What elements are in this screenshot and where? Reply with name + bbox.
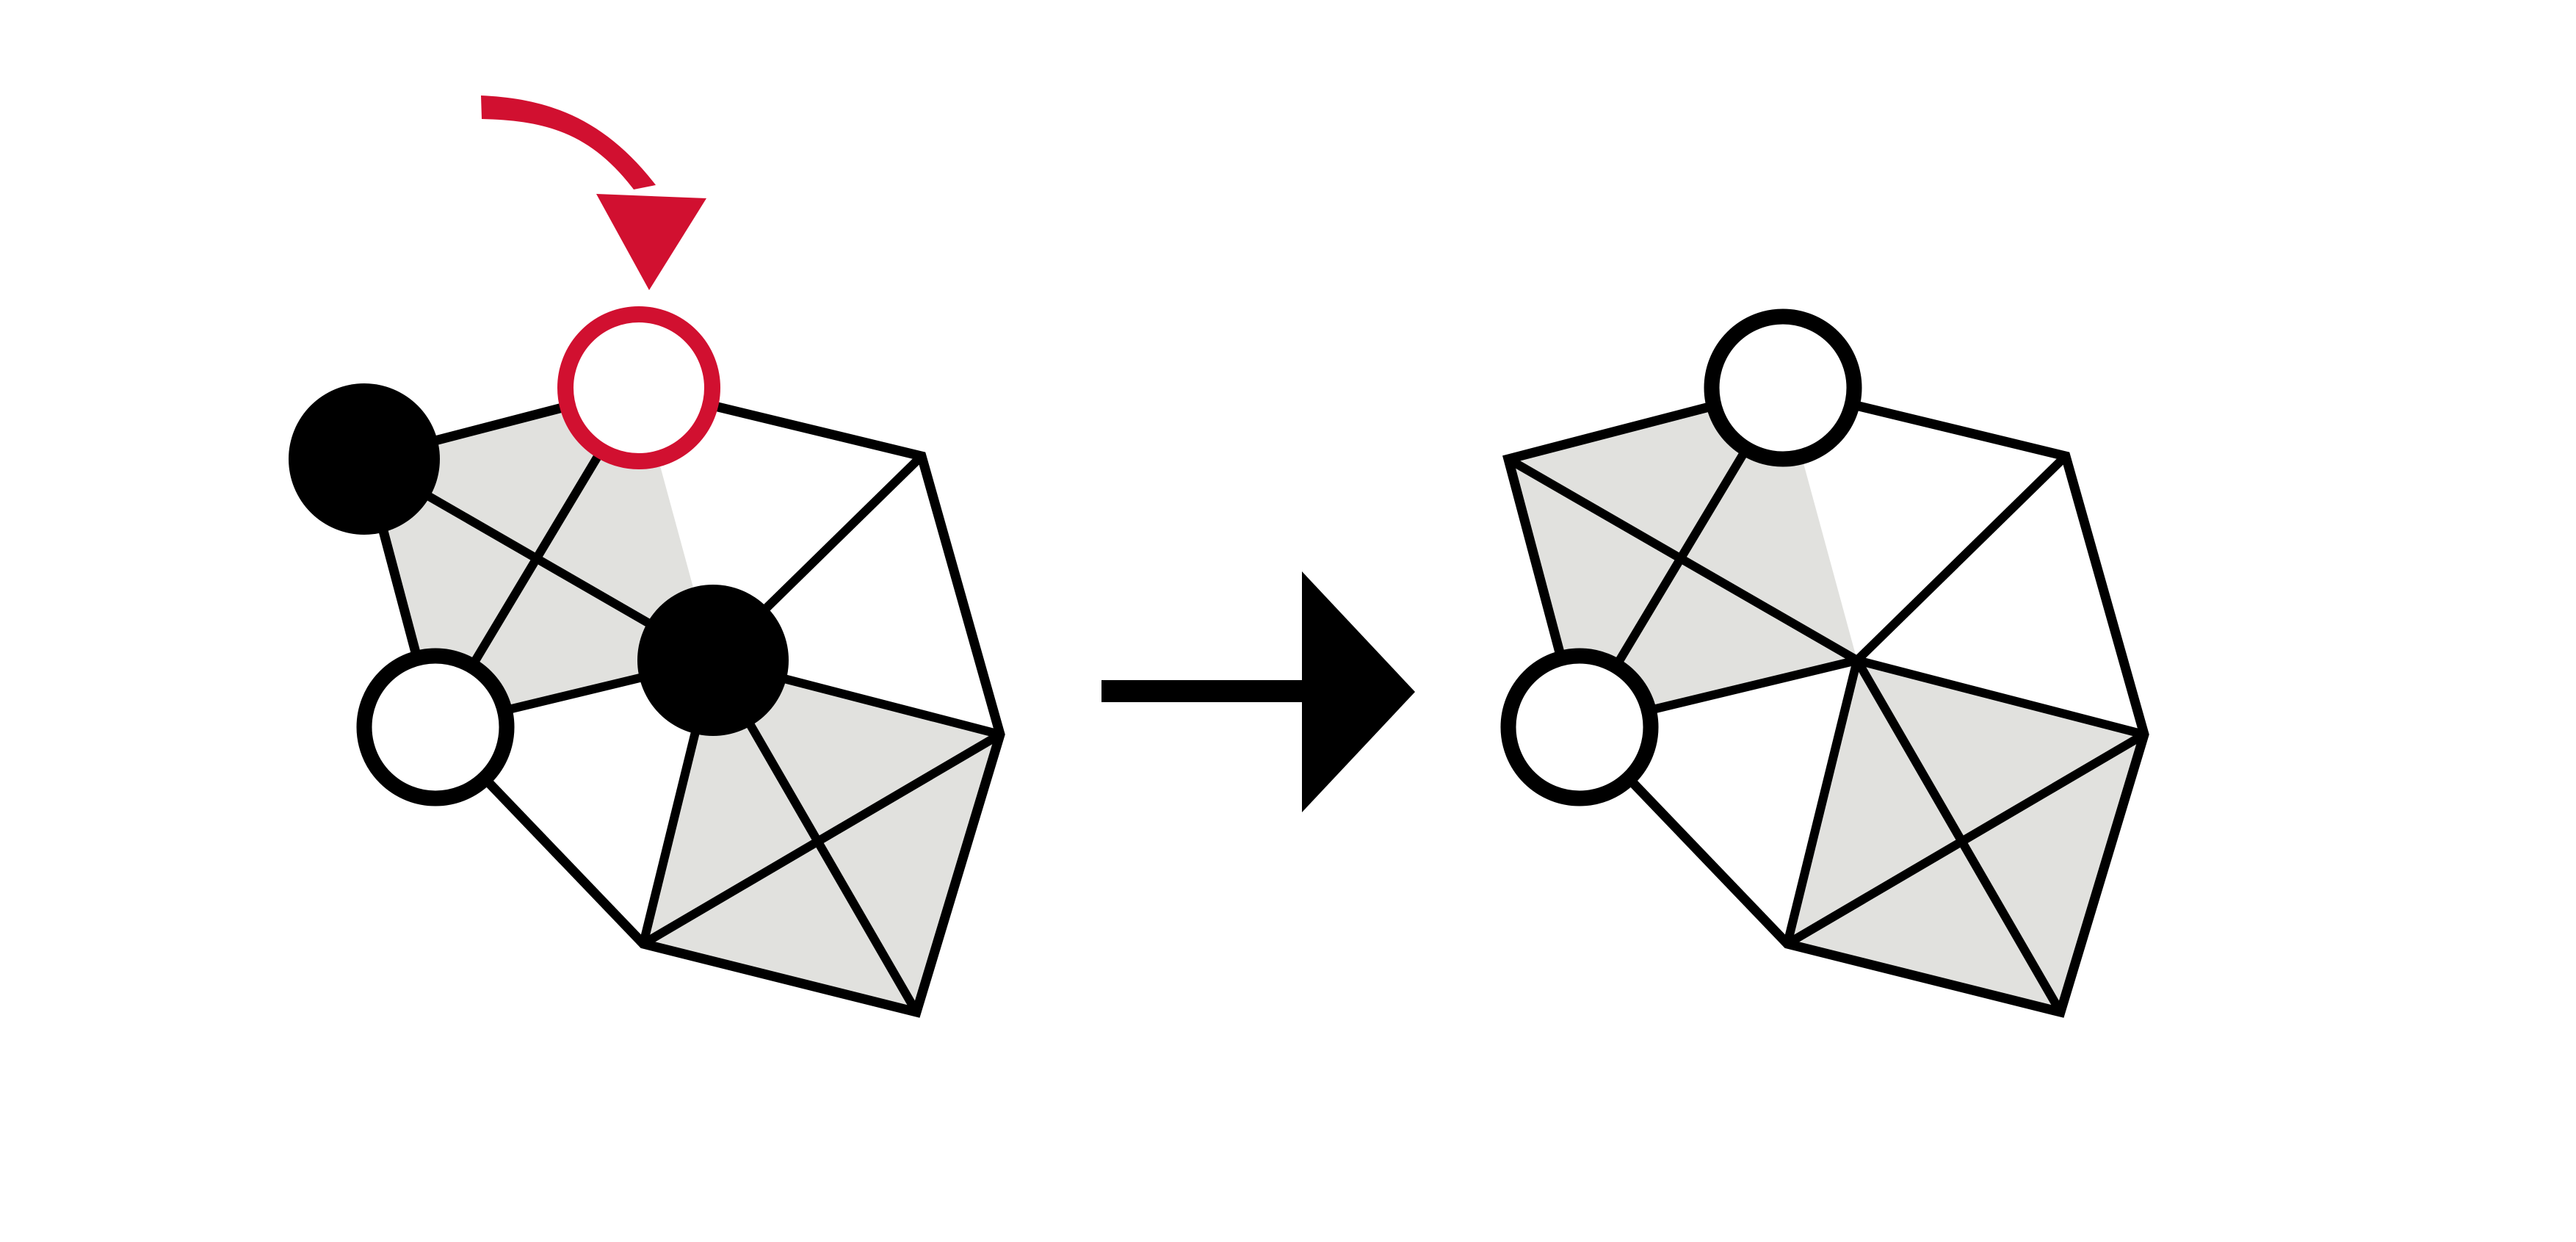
graph-edge: [640, 730, 1003, 948]
before-position-graph: [289, 306, 1005, 1018]
after-position-graph: [1500, 308, 2149, 1018]
red-arrowhead-icon: [596, 194, 706, 290]
white-stone: [1500, 648, 1659, 806]
black-stone: [637, 585, 789, 736]
white-stone: [356, 648, 515, 806]
graph-edge: [1853, 452, 2069, 664]
graph-edge: [1856, 656, 2146, 739]
arrow-shaft: [1101, 680, 1322, 702]
arrowhead-icon: [1302, 571, 1415, 812]
black-stone: [289, 383, 440, 535]
graph-edge: [1783, 659, 1862, 945]
white-stone: [1704, 308, 1862, 467]
red-move-arrow: [481, 95, 706, 290]
transition-arrow: [1101, 571, 1415, 812]
graph-edge: [1784, 730, 2147, 948]
highlighted-move-stone: [557, 306, 720, 469]
graph-edge: [1853, 657, 2065, 1015]
red-arrow-tail: [481, 95, 656, 189]
